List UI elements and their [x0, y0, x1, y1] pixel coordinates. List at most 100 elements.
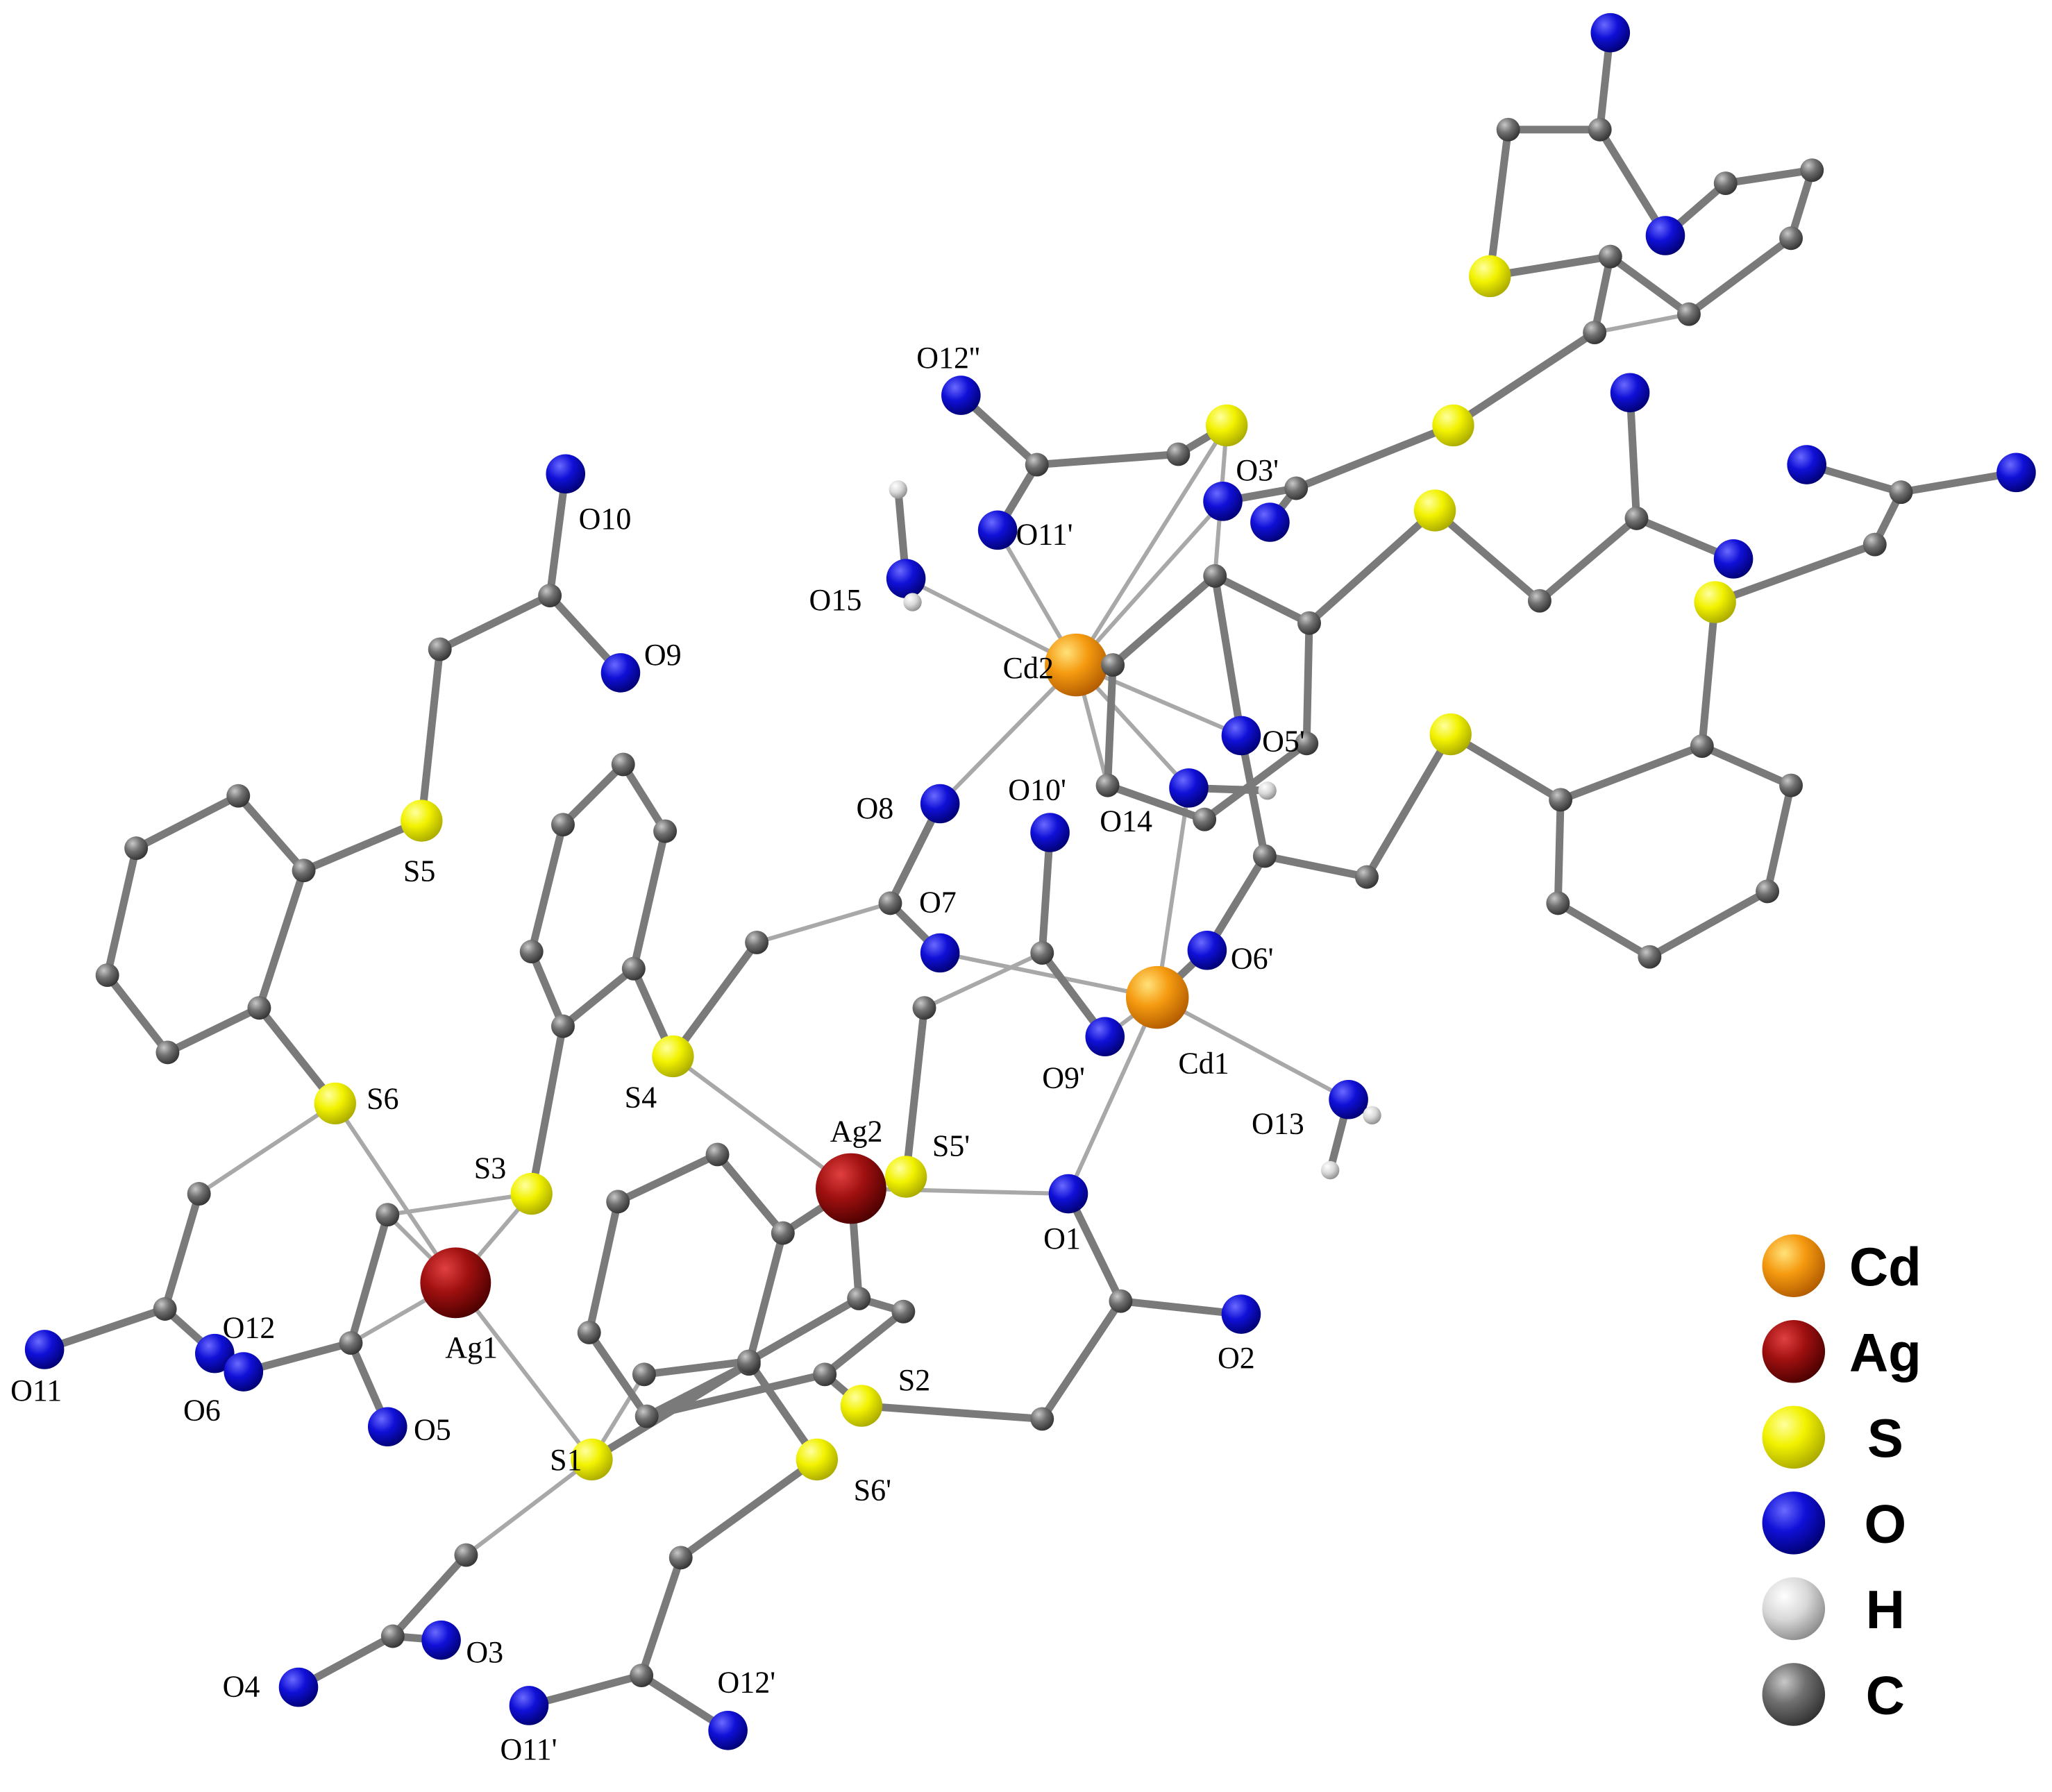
atom-o-o11 — [24, 1330, 65, 1369]
atom-c-ck2 — [630, 1664, 654, 1688]
atom-s-s5 — [401, 800, 443, 842]
atom-c-cj2 — [380, 1624, 405, 1648]
atom-o-o6 — [224, 1352, 264, 1392]
atom-c-cp2 — [1355, 865, 1379, 889]
bond-Cc2-O11 — [40, 1305, 169, 1353]
atom-c-ci4 — [891, 1299, 916, 1324]
atom-o-o15 — [886, 559, 926, 598]
atom-c-ct1 — [1496, 117, 1520, 142]
bond-Ct5-Ct4 — [1722, 166, 1816, 187]
atom-c-ct5 — [1800, 158, 1824, 183]
label-s6: S6 — [367, 1081, 398, 1115]
atom-s-s1 — [571, 1438, 613, 1481]
atom-c-cl1 — [1030, 1407, 1054, 1431]
atom-h-h14 — [1258, 781, 1277, 800]
bond-Cq2-Or1 — [1626, 389, 1640, 523]
atom-c-cb4 — [95, 963, 119, 988]
bond-S6-Cc1 — [196, 1101, 337, 1197]
atom-h-h13b — [1320, 1160, 1340, 1180]
bond-Ch5-Ch6 — [745, 1229, 787, 1368]
bond-Ci1-Ci2 — [640, 1357, 753, 1378]
atom-s-s3 — [510, 1172, 553, 1215]
bond-Ag1-S1 — [453, 1280, 594, 1462]
atom-c-ca2 — [538, 584, 562, 608]
atom-c-cr4 — [1756, 879, 1780, 904]
bond-Ch6-Ch1 — [714, 1150, 787, 1237]
atom-c-ct2 — [1588, 117, 1612, 142]
atom-o-o3p — [1203, 482, 1243, 521]
label-s3: S3 — [474, 1151, 506, 1185]
atom-o-or1 — [1610, 373, 1650, 413]
bond-Cb2-Cb3 — [132, 792, 242, 852]
bond-Co1-O5p — [1211, 572, 1245, 740]
atom-c-cm1 — [1025, 453, 1049, 477]
bond-S1-Cj1 — [464, 1457, 594, 1557]
bond-Ct8-Ct7 — [1592, 312, 1691, 335]
label-s1: S1 — [550, 1443, 582, 1477]
atom-c-cr5 — [1638, 945, 1662, 969]
atom-s-s4 — [652, 1035, 694, 1078]
atom-c-cr1 — [1549, 788, 1573, 812]
atom-o-o14 — [1169, 768, 1209, 808]
legend-label-ag: Ag — [1849, 1322, 1921, 1383]
bond-S2-Cl1 — [857, 1402, 1046, 1423]
bond-Cg1-Oc7 — [1038, 828, 1054, 957]
bond-Cg1-Cg2 — [922, 951, 1045, 1011]
bond-Cr4-Cr5 — [1645, 887, 1772, 961]
bond-Cr1-Cr2 — [1556, 742, 1706, 804]
label-o8: O8 — [856, 791, 893, 825]
legend-swatch-cd — [1762, 1234, 1826, 1298]
label-cd1: Cd1 — [1178, 1047, 1229, 1081]
atom-c-ca1 — [428, 637, 452, 661]
label-cd2: Cd2 — [1003, 651, 1054, 685]
atom-c-co6 — [1101, 653, 1125, 677]
label-s4: S4 — [625, 1081, 657, 1115]
atom-c-cb2 — [226, 784, 251, 808]
atom-c-ct4 — [1713, 171, 1738, 196]
legend-swatch-c — [1762, 1663, 1826, 1726]
bond-S1-Ch5 — [587, 1360, 753, 1464]
atom-c-ch4 — [634, 1404, 659, 1428]
atom-s-s6 — [314, 1082, 356, 1125]
label-o5p: O5' — [1262, 725, 1305, 759]
bond-Ag2-O1 — [848, 1186, 1070, 1197]
atom-h-h15b — [903, 593, 922, 611]
atom-ag-ag2 — [815, 1153, 886, 1224]
bond-Cl1-Cl2 — [1038, 1297, 1125, 1423]
label-o9: O9 — [644, 638, 682, 672]
atom-o-o7 — [920, 933, 960, 973]
bond-Cb5-Cb6 — [163, 1004, 263, 1056]
atom-o-oc7 — [1030, 813, 1070, 852]
atom-o-or3 — [1787, 445, 1826, 484]
atom-h-h15a — [889, 480, 907, 499]
atom-c-cr3 — [1779, 773, 1803, 797]
atom-s-st3 — [1469, 255, 1511, 298]
bond-Cb1-Cb2 — [234, 792, 308, 874]
label-o12: O12 — [223, 1310, 276, 1344]
bond-Cc1-Cc2 — [161, 1190, 203, 1313]
bond-St2-Ct8 — [1449, 328, 1599, 430]
atom-c-cd1c — [376, 1203, 400, 1227]
atom-o-o12 — [195, 1333, 235, 1373]
label-s2: S2 — [898, 1363, 930, 1397]
legend-swatch-s — [1762, 1405, 1826, 1469]
atom-c-cp1 — [1252, 844, 1277, 868]
bond-O5p-Cp1 — [1237, 732, 1269, 860]
bond-Ca1-S5 — [417, 645, 444, 825]
atom-c-co1 — [1203, 564, 1227, 588]
atom-c-cs1 — [1862, 532, 1887, 557]
legend-label-s: S — [1867, 1408, 1903, 1469]
bond-O10-Ca2 — [546, 470, 570, 600]
atom-c-cb1 — [292, 859, 316, 883]
bond-Cb3-Cb4 — [103, 844, 140, 979]
bond-Cl2-O2 — [1116, 1297, 1245, 1319]
atom-c-ci2 — [737, 1349, 761, 1373]
bond-St2-Cn1 — [1292, 421, 1457, 492]
bond-Ch1-Ch2 — [614, 1150, 722, 1206]
bond-Ce1-Ce6 — [619, 760, 669, 836]
label-o3p: O3' — [1236, 453, 1279, 487]
atom-o-o12pp — [941, 375, 981, 415]
label-o5: O5 — [414, 1413, 451, 1447]
bond-Cm2-Cm1 — [1033, 450, 1182, 469]
bond-Co2-Sr1 — [1305, 507, 1439, 627]
